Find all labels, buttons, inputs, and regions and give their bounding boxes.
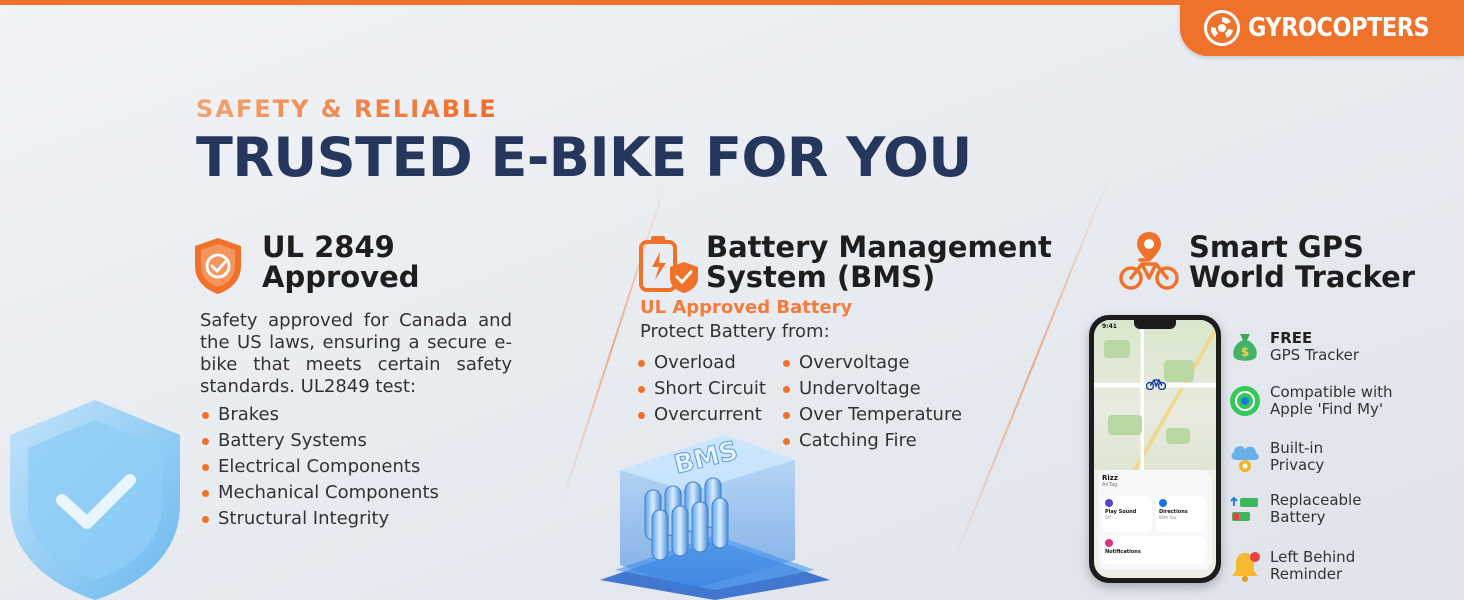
ul-title-line1: UL 2849 (262, 230, 395, 264)
map-view: 9:41 (1094, 320, 1216, 470)
bike-marker-icon (1146, 379, 1166, 390)
tile-sub: With You (1159, 515, 1177, 520)
play-sound-tile[interactable]: Play Sound Off (1102, 496, 1152, 532)
ul-title-line2: Approved (262, 260, 420, 294)
feature-privacy: Built-in Privacy (1228, 440, 1348, 474)
item-card: Rizz AirTag Play Sound Off Directions Wi… (1098, 470, 1212, 570)
bms-title: Battery Management System (BMS) (706, 232, 1052, 292)
find-my-icon (1230, 386, 1260, 416)
list-item: Brakes (200, 402, 439, 428)
list-item: Catching Fire (781, 428, 962, 454)
bms-subtitle: UL Approved Battery (640, 297, 853, 318)
brand-logo[interactable]: GYROCOPTERS (1180, 0, 1464, 56)
feature-label: Compatible with Apple 'Find My' (1270, 383, 1393, 418)
item-name: Rizz (1102, 474, 1118, 482)
list-item: Overvoltage (781, 350, 962, 376)
battery-shield-icon (639, 236, 698, 293)
ul-test-list: Brakes Battery Systems Electrical Compon… (200, 402, 439, 532)
shield-check-icon (195, 238, 241, 294)
gps-title: Smart GPS World Tracker (1189, 232, 1415, 292)
bell-icon (1232, 552, 1260, 582)
top-accent-bar (0, 0, 1464, 5)
bms-list-left: Overload Short Circuit Overcurrent (636, 350, 766, 428)
feature-label: GPS Tracker (1270, 346, 1360, 364)
bms-title-line2: System (BMS) (706, 260, 936, 294)
gyro-logo-icon (1204, 10, 1240, 46)
phone-notch (1134, 320, 1176, 329)
ul-title: UL 2849 Approved (262, 232, 420, 292)
page-headline: TRUSTED E-BIKE FOR YOU (196, 126, 972, 189)
battery-swap-icon (1230, 496, 1258, 521)
tile-label: Directions (1159, 509, 1188, 515)
phone-mockup: 9:41 Rizz AirTag Play Sound Off Directio… (1089, 315, 1221, 583)
feature-find-my: Compatible with Apple 'Find My' (1228, 384, 1398, 418)
bms-title-line1: Battery Management (706, 230, 1052, 264)
notification-icon (1105, 539, 1113, 547)
directions-tile[interactable]: Directions With You (1156, 496, 1206, 532)
tile-label: Notifications (1105, 549, 1141, 555)
list-item: Battery Systems (200, 428, 439, 454)
list-item: Electrical Components (200, 454, 439, 480)
bms-battery-illustration: BMS (600, 435, 830, 600)
notifications-tile[interactable]: Notifications (1102, 536, 1206, 564)
list-item: Mechanical Components (200, 480, 439, 506)
eyebrow-text: SAFETY & RELIABLE (196, 95, 498, 123)
item-sub: AirTag (1102, 482, 1118, 488)
ul-description: Safety approved for Canada and the US la… (200, 310, 512, 397)
feature-label: Replaceable Battery (1270, 491, 1362, 526)
feature-free-gps: $ FREE GPS Tracker (1228, 330, 1359, 364)
play-icon (1105, 499, 1113, 507)
phone-time: 9:41 (1102, 323, 1117, 330)
feature-label: Left Behind Reminder (1270, 548, 1356, 583)
list-item: Structural Integrity (200, 506, 439, 532)
large-shield-icon (10, 400, 180, 600)
feature-battery: Replaceable Battery (1228, 492, 1398, 526)
money-bag-icon: $ (1233, 334, 1257, 361)
feature-label: Built-in Privacy (1270, 439, 1325, 474)
list-item: Over Temperature (781, 402, 962, 428)
tile-sub: Off (1105, 515, 1111, 520)
cloud-gear-icon (1231, 446, 1259, 472)
brand-name: GYROCOPTERS (1248, 13, 1430, 43)
list-item: Undervoltage (781, 376, 962, 402)
svg-text:$: $ (1241, 345, 1249, 359)
list-item: Short Circuit (636, 376, 766, 402)
bms-list-right: Overvoltage Undervoltage Over Temperatur… (781, 350, 962, 454)
tile-label: Play Sound (1105, 509, 1137, 515)
feature-text: FREE GPS Tracker (1270, 330, 1359, 364)
directions-icon (1159, 499, 1167, 507)
gps-title-line2: World Tracker (1189, 260, 1416, 294)
bms-lead: Protect Battery from: (640, 321, 830, 342)
gps-title-line1: Smart GPS (1189, 230, 1364, 264)
feature-reminder: Left Behind Reminder (1228, 549, 1358, 583)
bike-location-icon (1119, 232, 1179, 290)
feature-bold: FREE (1270, 329, 1313, 347)
phone-screen: 9:41 Rizz AirTag Play Sound Off Directio… (1094, 320, 1216, 578)
list-item: Overload (636, 350, 766, 376)
list-item: Overcurrent (636, 402, 766, 428)
